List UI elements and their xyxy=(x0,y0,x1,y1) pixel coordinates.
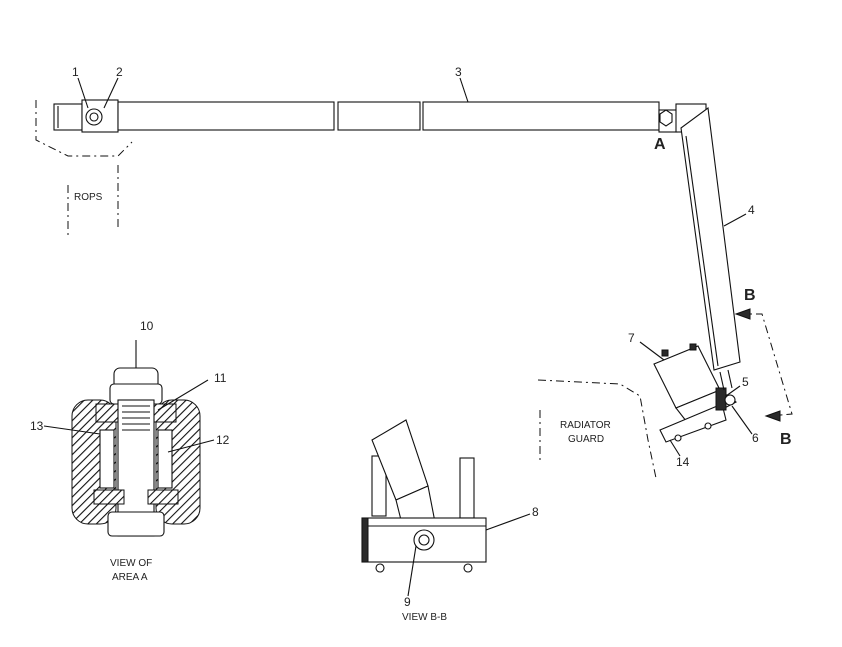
callout-6: 6 xyxy=(752,431,759,445)
callout-11: 11 xyxy=(214,371,227,385)
radiator-guard-outline xyxy=(537,379,657,479)
callout-2: 2 xyxy=(116,65,123,79)
callout-7: 7 xyxy=(628,331,635,345)
callout-5: 5 xyxy=(742,375,749,389)
callout-3: 3 xyxy=(455,65,462,79)
radiator-guard-label-2: GUARD xyxy=(568,434,604,445)
callout-numbers: 1 2 3 4 5 6 7 8 9 10 11 12 13 14 xyxy=(30,65,759,609)
callout-14: 14 xyxy=(676,455,690,469)
section-line-bb xyxy=(734,308,793,422)
marker-b-top: B xyxy=(744,287,756,304)
view-bb xyxy=(361,419,487,573)
callout-4: 4 xyxy=(748,203,755,217)
mount-bracket xyxy=(653,343,738,443)
marker-a: A xyxy=(654,136,666,153)
leader-lines xyxy=(43,77,753,597)
rops-mount xyxy=(35,99,133,235)
radiator-guard-label-1: RADIATOR xyxy=(560,420,611,431)
view-area-a-label-1: VIEW OF xyxy=(110,558,152,569)
callout-13: 13 xyxy=(30,419,44,433)
callout-10: 10 xyxy=(140,319,154,333)
upright-tube xyxy=(680,106,741,371)
callout-12: 12 xyxy=(216,433,230,447)
marker-b-bottom: B xyxy=(780,431,792,448)
callout-1: 1 xyxy=(72,65,79,79)
callout-8: 8 xyxy=(532,505,539,519)
arm-tube xyxy=(117,101,707,133)
view-bb-label: VIEW B-B xyxy=(402,612,447,623)
callout-9: 9 xyxy=(404,595,411,609)
text-labels: ROPS RADIATOR GUARD VIEW OF AREA A VIEW … xyxy=(74,136,792,623)
rops-label: ROPS xyxy=(74,192,103,203)
view-area-a xyxy=(71,340,201,537)
view-area-a-label-2: AREA A xyxy=(112,572,148,583)
